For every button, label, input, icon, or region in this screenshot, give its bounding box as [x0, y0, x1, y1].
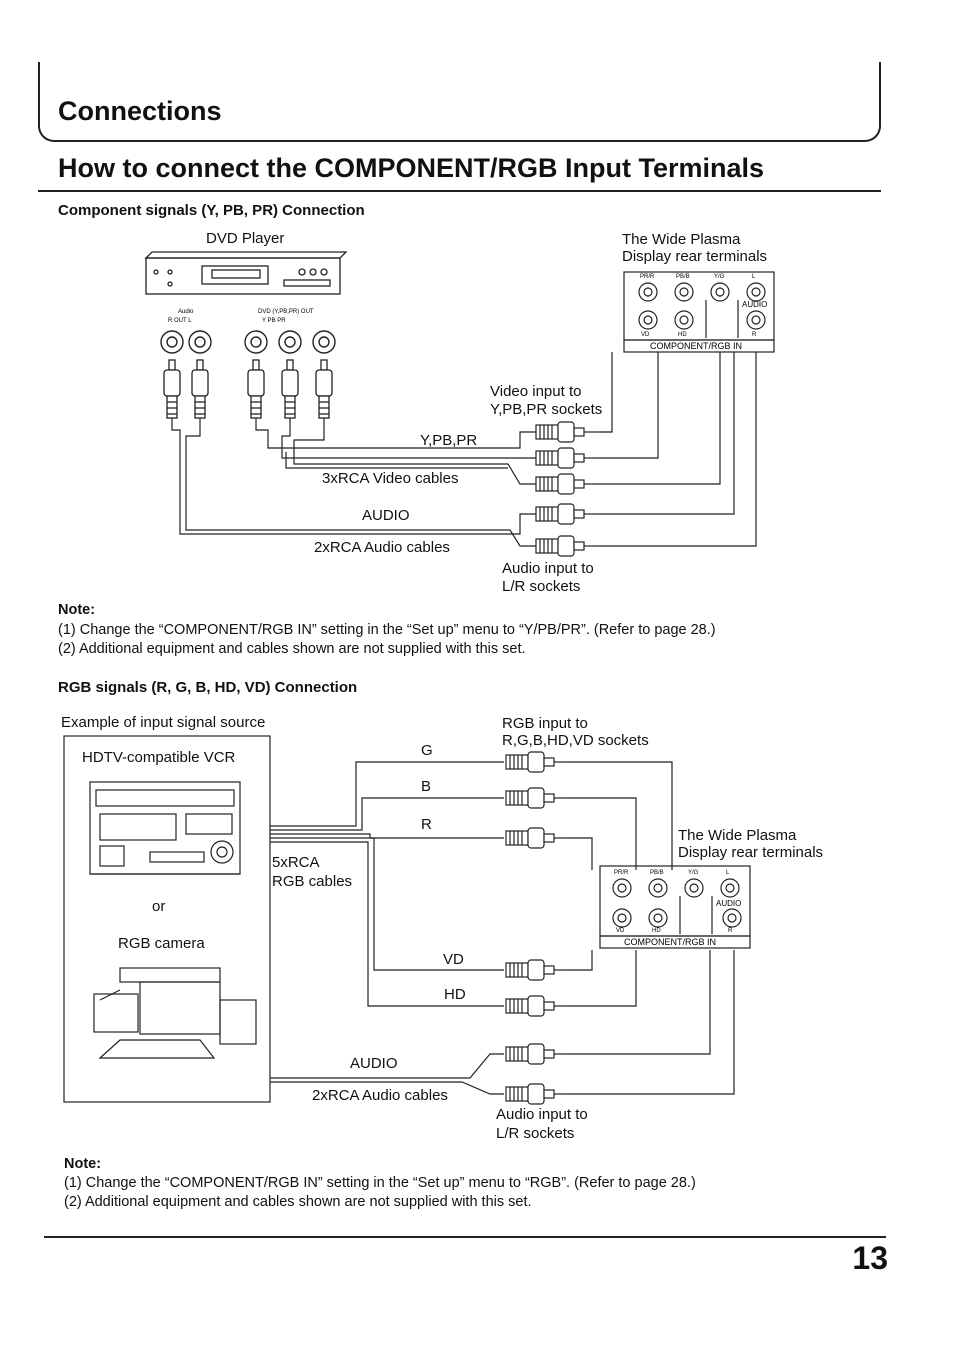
audio-label: AUDIO: [362, 507, 410, 524]
vcr-label: HDTV-compatible VCR: [82, 749, 236, 766]
rgb-terminal-pr-label: PR/R: [614, 870, 629, 876]
terminal-panel-label: COMPONENT/RGB IN: [650, 341, 742, 351]
page-heading: How to connect the COMPONENT/RGB Input T…: [58, 153, 765, 183]
dvd-audio-rl-label: R OUT L: [168, 318, 192, 324]
dvd-output-jacks: [160, 330, 336, 354]
rgb-terminal-r-label: R: [728, 928, 733, 934]
terminal-hd-label: HD: [678, 332, 687, 338]
page-number: 13: [852, 1240, 888, 1276]
rgb-display-label-line1: The Wide Plasma: [678, 827, 797, 844]
component-note-1: (1) Change the “COMPONENT/RGB IN” settin…: [58, 622, 716, 638]
audio-input-line1: Audio input to: [502, 560, 594, 577]
rgb-terminal-leads: [566, 761, 735, 1095]
footer-rule: [44, 1236, 886, 1238]
or-label: or: [152, 898, 166, 915]
video-input-line1: Video input to: [490, 383, 582, 400]
dvd-video-ypp-label: Y PB PR: [262, 318, 286, 324]
rgb-audio-input-line2: L/R sockets: [496, 1125, 575, 1142]
terminal-r-label: R: [752, 332, 757, 338]
rgb-terminal-pb-label: PB/B: [650, 870, 664, 876]
component-subtitle: Component signals (Y, PB, PR) Connection: [58, 202, 365, 219]
example-source-label: Example of input signal source: [61, 714, 266, 731]
rgb-input-line1: RGB input to: [502, 715, 588, 732]
ypbpr-label: Y,PB,PR: [420, 432, 478, 449]
rgb-note-1: (1) Change the “COMPONENT/RGB IN” settin…: [64, 1175, 696, 1191]
dvd-video-out-label: DVD (Y,PB,PR) OUT: [258, 309, 314, 315]
camera-illustration: [93, 967, 257, 1059]
terminal-audio-label: AUDIO: [742, 300, 767, 309]
terminal-vd-label: VD: [641, 332, 650, 338]
rgb-terminal-audio-label: AUDIO: [716, 899, 741, 908]
video-cables-label: 3xRCA Video cables: [322, 470, 459, 487]
component-input-plugs: [535, 421, 596, 557]
component-note-title: Note:: [58, 602, 96, 618]
rgb-display-label-line2: Display rear terminals: [678, 844, 824, 861]
rgb-audio-input-line1: Audio input to: [496, 1106, 588, 1123]
section-frame: [38, 62, 881, 142]
display-label-line2: Display rear terminals: [622, 248, 768, 265]
rgb-terminal-panel: [599, 865, 751, 949]
terminal-y-label: Y/G: [714, 274, 725, 280]
rgb-cables-line2: RGB cables: [272, 873, 353, 890]
rgb-terminal-vd-label: VD: [616, 928, 625, 934]
component-terminal-leads: [596, 352, 757, 547]
component-note-2: (2) Additional equipment and cables show…: [58, 641, 526, 657]
component-terminal-panel: [623, 271, 775, 353]
heading-rule: [38, 190, 881, 192]
audio-cables-label: 2xRCA Audio cables: [314, 539, 450, 556]
source-box: [63, 735, 271, 1103]
rgb-note-title: Note:: [64, 1156, 102, 1172]
terminal-pr-label: PR/R: [640, 274, 655, 280]
dvd-player-illustration: [144, 251, 348, 295]
g-label: G: [421, 742, 433, 759]
rgb-input-line2: R,G,B,HD,VD sockets: [502, 732, 649, 749]
dvd-audio-out-label: Audio: [178, 309, 194, 315]
hd-label: HD: [444, 986, 466, 1003]
rgb-input-plugs: [505, 751, 566, 1105]
rgb-terminal-y-label: Y/G: [688, 870, 699, 876]
dvd-rca-plugs: [163, 359, 333, 419]
terminal-pb-label: PB/B: [676, 274, 690, 280]
audio-input-line2: L/R sockets: [502, 578, 581, 595]
rgb-terminal-panel-label: COMPONENT/RGB IN: [624, 937, 716, 947]
r-label: R: [421, 816, 432, 833]
component-cables: [171, 418, 536, 547]
b-label: B: [421, 778, 432, 795]
rgb-audio-cables-label: 2xRCA Audio cables: [312, 1087, 448, 1104]
display-label-line1: The Wide Plasma: [622, 231, 741, 248]
rgb-terminal-l-label: L: [726, 870, 730, 876]
terminal-l-label: L: [752, 274, 756, 280]
section-title: Connections: [58, 96, 222, 126]
vcr-illustration: [89, 781, 241, 875]
vd-label: VD: [443, 951, 464, 968]
dvd-player-label: DVD Player: [206, 230, 285, 247]
rgb-subtitle: RGB signals (R, G, B, HD, VD) Connection: [58, 679, 358, 696]
rgb-audio-label: AUDIO: [350, 1055, 398, 1072]
rgb-cables: [270, 761, 504, 1095]
rgb-note-2: (2) Additional equipment and cables show…: [64, 1194, 532, 1210]
rgb-cables-line1: 5xRCA: [272, 854, 320, 871]
rgb-terminal-hd-label: HD: [652, 928, 661, 934]
camera-label: RGB camera: [118, 935, 205, 952]
video-input-line2: Y,PB,PR sockets: [490, 401, 603, 418]
